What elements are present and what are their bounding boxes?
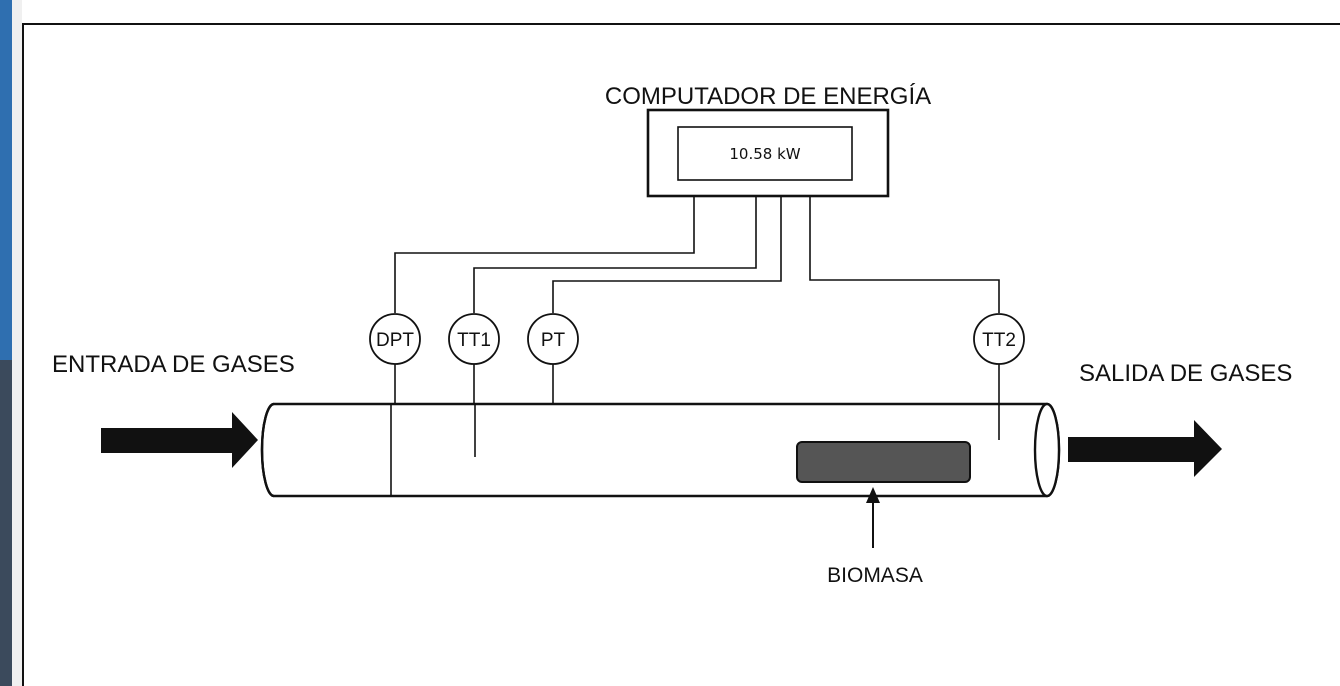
instrument-dpt: DPT [369, 313, 421, 404]
biomass-arrow [866, 487, 880, 548]
inlet-label: ENTRADA DE GASES [52, 351, 295, 378]
instrument-dpt-label: DPT [376, 330, 414, 351]
instrument-pt: PT [527, 313, 579, 404]
biomass-bed [796, 441, 971, 483]
signal-wires [394, 196, 1000, 313]
biomass-label: BIOMASA [827, 564, 923, 587]
diagram-frame [22, 23, 1340, 686]
instrument-pt-label: PT [541, 330, 566, 351]
instrument-tt2-label: TT2 [982, 330, 1016, 351]
computer-title: COMPUTADOR DE ENERGÍA [605, 83, 931, 110]
outlet-label: SALIDA DE GASES [1079, 360, 1292, 387]
wire-tt2 [809, 196, 1000, 313]
instrument-tt1-label: TT1 [457, 330, 491, 351]
wire-pt [552, 196, 782, 313]
outlet-arrow [1068, 420, 1222, 477]
left-edge-strip [0, 0, 22, 686]
inlet-arrow [101, 412, 258, 468]
instrument-tt1: TT1 [448, 313, 500, 404]
instrument-tt2: TT2 [973, 313, 1025, 404]
wire-tt1 [473, 196, 757, 313]
computer-display-value: 10.58 kW [729, 145, 800, 163]
probes [390, 404, 1000, 496]
wire-dpt [394, 196, 695, 313]
computer-display [677, 126, 853, 181]
